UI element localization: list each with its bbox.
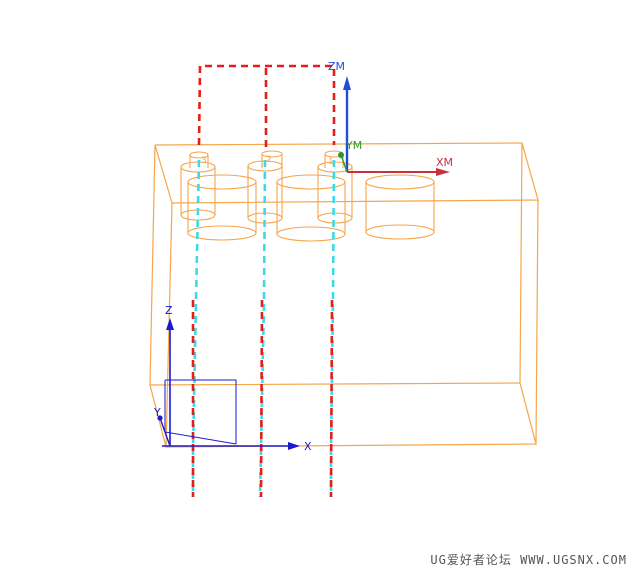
mcs-zm-arrow-icon	[343, 76, 351, 90]
wcs-x-label: X	[304, 440, 312, 453]
wcs-z-label: Z	[165, 304, 173, 317]
wcs-plane-edge	[164, 380, 237, 445]
mcs-xm-label: XM	[436, 156, 453, 169]
hole-number-2: 2	[266, 155, 272, 165]
mcs-xm-arrow-icon	[436, 168, 450, 176]
mcs-csys[interactable]: ZM XM YM	[328, 60, 453, 176]
wcs-plane-outline	[165, 379, 237, 444]
wcs-x-arrow-icon	[288, 442, 300, 450]
wcs-y-axis	[159, 417, 171, 447]
mcs-zm-label: ZM	[328, 60, 345, 73]
mcs-ym-axis	[340, 154, 348, 173]
wcs-y-point-icon	[157, 415, 163, 421]
wcs-csys[interactable]: Z X Y	[153, 304, 312, 453]
wcs-z-arrow-icon	[166, 318, 174, 330]
hole-number-1: 1	[328, 157, 334, 167]
hole-number-3: 3	[201, 156, 207, 166]
tool-path-rapid	[191, 64, 336, 498]
mcs-ym-label: YM	[345, 139, 362, 152]
cylinder-features	[180, 150, 435, 242]
watermark-text: UG爱好者论坛 WWW.UGSNX.COM	[430, 553, 627, 567]
wcs-y-label: Y	[153, 406, 161, 419]
hole-number-labels: 3 2 1	[201, 155, 334, 167]
